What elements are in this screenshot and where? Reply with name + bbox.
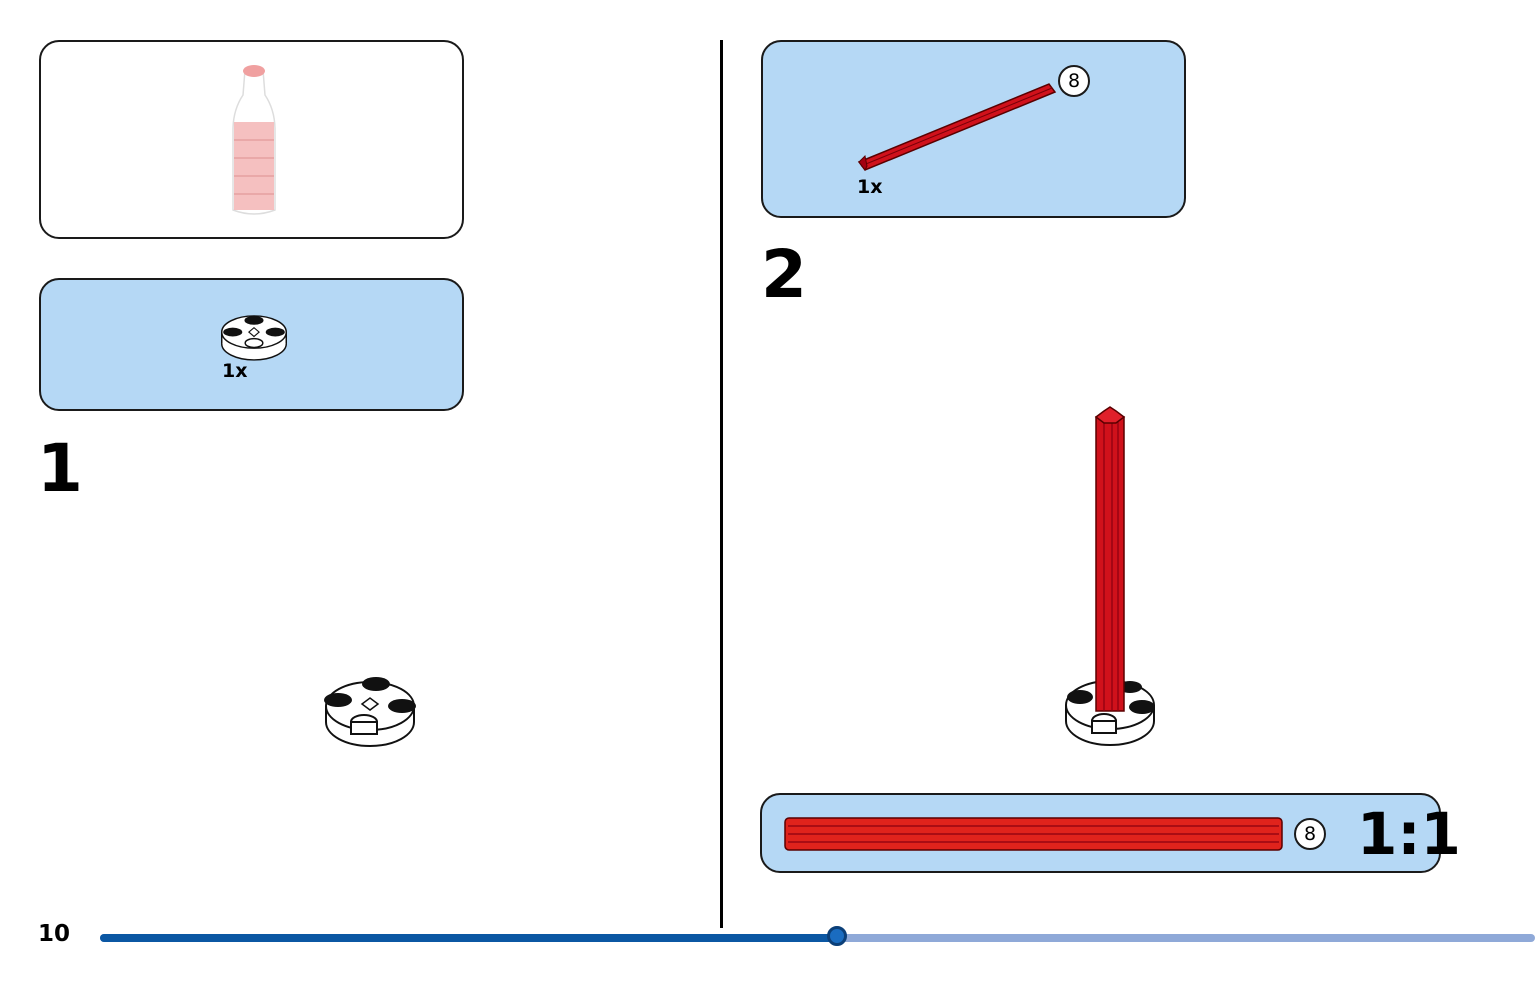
round-plate-2x2-white-icon	[324, 677, 416, 747]
axle-red-icon	[857, 83, 1057, 171]
axle-length-badge: 8	[1058, 65, 1090, 97]
round-plate-2x2-white-icon	[221, 315, 287, 361]
part-quantity: 1x	[222, 360, 248, 382]
model-preview-box	[39, 40, 464, 239]
scale-label: 1:1	[1357, 800, 1461, 868]
step-number: 1	[37, 430, 83, 507]
step-number: 2	[761, 236, 807, 313]
progress-fill	[100, 934, 840, 942]
scale-callout: 8 1:1	[760, 793, 1461, 873]
part-quantity: 1x	[857, 176, 883, 198]
axle-red-1to1-icon	[784, 817, 1283, 851]
parts-callout-step1: 1x	[39, 278, 464, 411]
progress-bar	[100, 926, 1535, 946]
progress-knob[interactable]	[827, 926, 848, 946]
axle-length-badge: 8	[1294, 818, 1326, 850]
parts-callout-step2: 8 1x	[761, 40, 1186, 218]
page-divider	[720, 40, 723, 928]
axle-on-round-plate-icon	[1065, 406, 1155, 746]
tower-preview-icon	[232, 65, 276, 215]
page-number: 10	[38, 921, 71, 947]
